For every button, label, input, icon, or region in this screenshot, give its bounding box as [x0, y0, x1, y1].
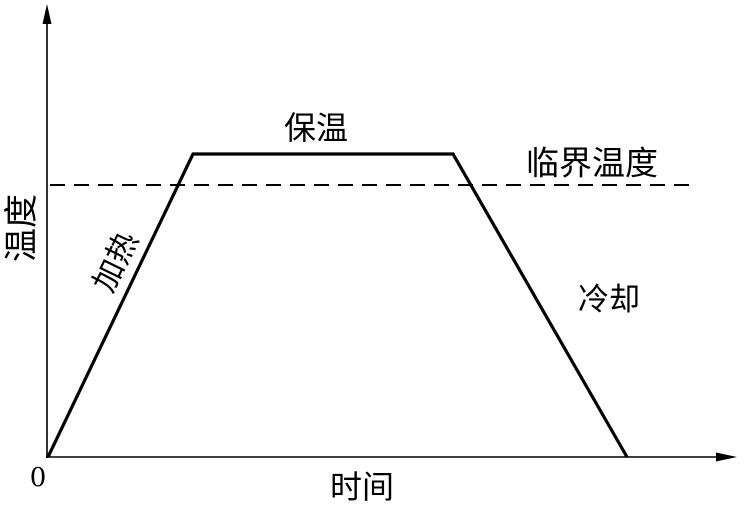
x-axis-arrow	[716, 452, 737, 462]
x-axis-label: 时间	[330, 468, 394, 506]
critical-temperature-label: 临界温度	[526, 144, 658, 183]
holding-label: 保温	[284, 109, 348, 147]
cooling-label: 冷却	[578, 282, 640, 318]
y-axis-arrow	[42, 4, 52, 24]
y-axis-label: 温度	[2, 194, 42, 262]
heating-label: 加热	[86, 226, 146, 298]
process-curve	[46, 152, 629, 458]
origin-label: 0	[30, 463, 47, 493]
